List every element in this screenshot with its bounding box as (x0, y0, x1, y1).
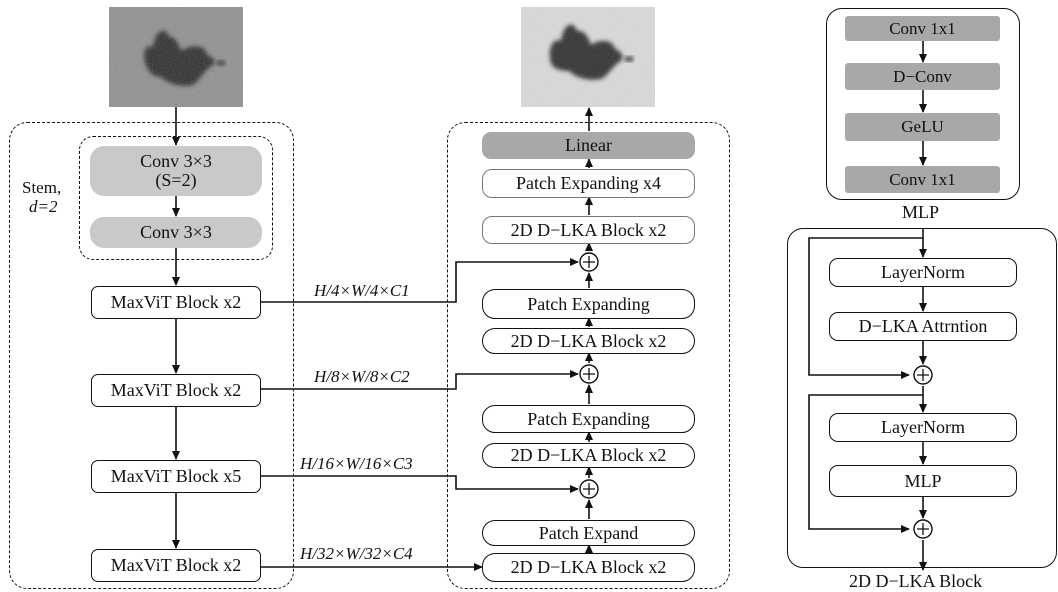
mlp-title: MLP (902, 202, 940, 222)
mlp-item-label: Conv 1x1 (889, 18, 956, 38)
conv-stride2-box: Conv 3×3 (S=2) (90, 146, 262, 196)
linear-box: Linear (482, 132, 695, 159)
conv-3x3-label: Conv 3×3 (140, 222, 212, 243)
patch-expanding-2-label: Patch Expanding (527, 408, 650, 429)
maxvit-block-3-label: MaxViT Block x5 (110, 466, 242, 487)
lka-block-top-box: 2D D−LKA Block x2 (482, 216, 695, 244)
skip-label-2: H/8×W/8×C2 (314, 367, 410, 386)
lka-block-bottom-label: 2D D−LKA Block x2 (510, 557, 667, 578)
conv-stride2-line2: (S=2) (155, 170, 197, 190)
lka-block-2-label: 2D D−LKA Block x2 (510, 445, 667, 466)
skip-label-1: H/4×W/4×C1 (314, 281, 410, 300)
encoder-container (9, 122, 294, 589)
patch-expanding-1-box: Patch Expanding (482, 289, 695, 319)
lka-layernorm-1: LayerNorm (829, 258, 1017, 287)
skip-label-3: H/16×W/16×C3 (300, 454, 413, 473)
patch-expanding-1-label: Patch Expanding (527, 293, 650, 314)
patch-expanding-x4-box: Patch Expanding x4 (482, 169, 695, 198)
lka-block-title: 2D D−LKA Block (849, 571, 983, 591)
input-image (109, 7, 243, 107)
maxvit-block-1-label: MaxViT Block x2 (110, 292, 242, 313)
lka-block-top-label: 2D D−LKA Block x2 (510, 219, 667, 240)
mlp-conv1x1-bottom: Conv 1x1 (845, 166, 1000, 193)
maxvit-block-4-label: MaxViT Block x2 (110, 555, 242, 576)
lka-block-bottom-box: 2D D−LKA Block x2 (482, 553, 695, 582)
mlp-item-label: Conv 1x1 (889, 169, 956, 189)
skip-label-4: H/32×W/32×C4 (300, 544, 413, 563)
patch-expanding-x4-label: Patch Expanding x4 (516, 173, 661, 194)
lka-mlp: MLP (829, 465, 1017, 497)
lka-attention: D−LKA Attrntion (829, 312, 1017, 341)
patch-expand-label: Patch Expand (538, 522, 639, 543)
mlp-conv1x1-top: Conv 1x1 (845, 16, 1000, 41)
linear-label: Linear (565, 135, 612, 156)
maxvit-block-2-label: MaxViT Block x2 (110, 380, 242, 401)
lka-layernorm-2: LayerNorm (829, 413, 1017, 442)
lka-item-label: MLP (904, 470, 942, 491)
output-image (521, 7, 655, 107)
patch-expanding-2-box: Patch Expanding (482, 405, 695, 433)
mlp-dconv: D−Conv (845, 63, 1000, 90)
maxvit-block-4: MaxViT Block x2 (91, 549, 261, 582)
lka-block-2-box: 2D D−LKA Block x2 (482, 443, 695, 468)
lka-item-label: D−LKA Attrntion (858, 316, 988, 337)
lka-item-label: LayerNorm (881, 262, 965, 283)
maxvit-block-1: MaxViT Block x2 (91, 286, 261, 319)
conv-stride2-line1: Conv 3×3 (140, 151, 212, 172)
stem-dilation-label: d=2 (29, 197, 58, 216)
lka-item-label: LayerNorm (881, 417, 965, 438)
maxvit-block-2: MaxViT Block x2 (91, 374, 261, 407)
stem-label: Stem, (22, 178, 62, 197)
mlp-item-label: GeLU (901, 117, 944, 137)
maxvit-block-3: MaxViT Block x5 (91, 460, 261, 493)
lka-block-1-label: 2D D−LKA Block x2 (510, 330, 667, 351)
mlp-container (826, 8, 1020, 200)
mlp-gelu: GeLU (845, 113, 1000, 141)
conv-3x3-box: Conv 3×3 (90, 217, 262, 248)
lka-block-1-box: 2D D−LKA Block x2 (482, 328, 695, 354)
patch-expand-box: Patch Expand (482, 520, 695, 546)
mlp-item-label: D−Conv (893, 66, 952, 86)
